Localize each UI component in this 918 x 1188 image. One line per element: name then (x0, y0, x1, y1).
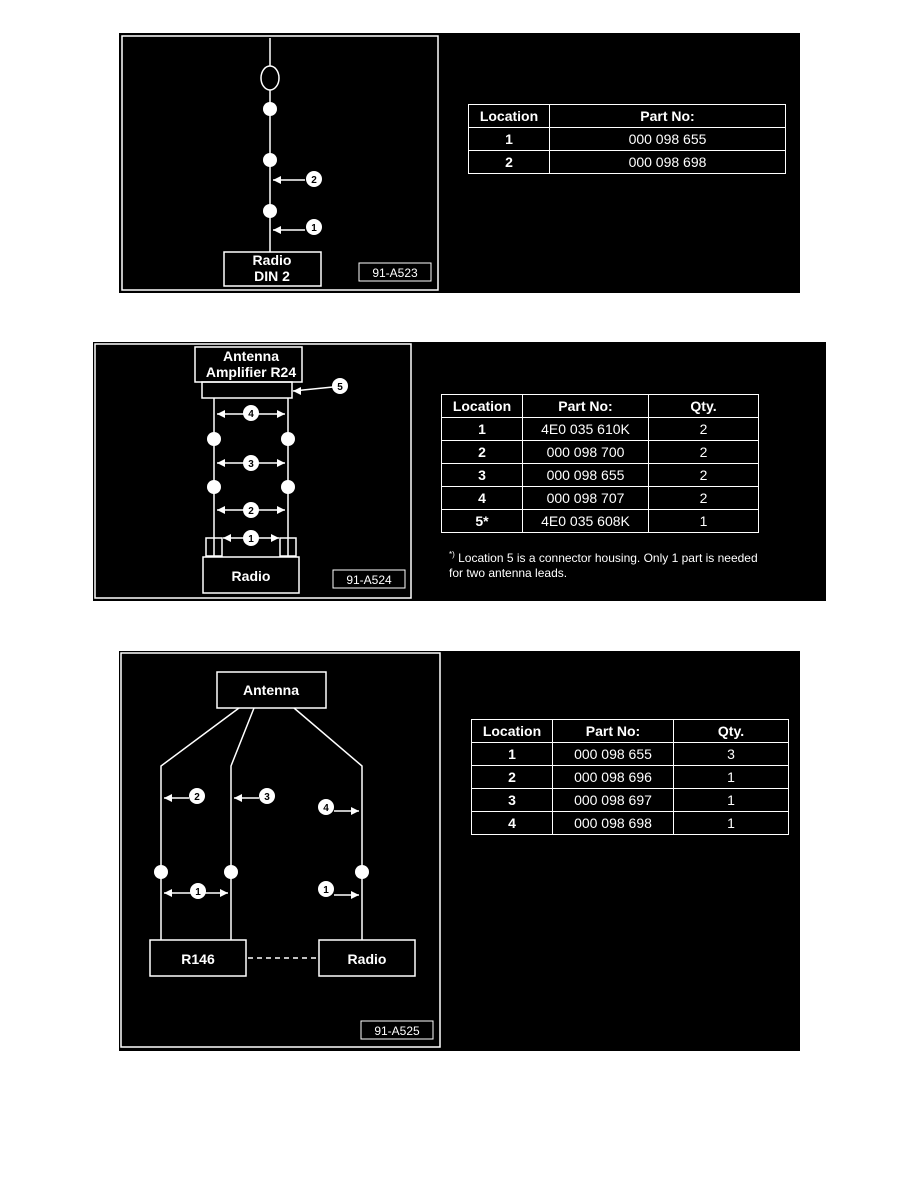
connector-dot (263, 153, 277, 167)
callout-4: 4 (323, 803, 329, 814)
cell-location: 4 (471, 811, 553, 835)
cell-part-no: 000 098 707 (522, 486, 649, 510)
connector-dot (224, 865, 238, 879)
radio-box-label: Radio (253, 252, 292, 268)
cell-qty: 1 (673, 811, 789, 835)
diagram-panel-amplifier: Antenna Amplifier R24 5 4 3 (93, 342, 826, 601)
header-location: Location (468, 104, 550, 128)
callout-4: 4 (248, 409, 254, 420)
table-row: 1 000 098 655 3 (471, 742, 789, 766)
connector-dot (207, 432, 221, 446)
cell-qty: 1 (673, 765, 789, 789)
wiring-diagram-91-a524: Antenna Amplifier R24 5 4 3 (94, 343, 412, 599)
table-row: 1 000 098 655 (468, 127, 786, 151)
antenna-icon (260, 65, 280, 91)
cell-part-no: 4E0 035 608K (522, 509, 649, 533)
wiring-diagram-91-a523: 2 1 Radio DIN 2 91-A523 (121, 35, 439, 291)
connector-dot (263, 204, 277, 218)
cell-qty: 1 (673, 788, 789, 812)
figure-code: 91-A525 (374, 1024, 420, 1038)
cell-part-no: 000 098 700 (522, 440, 649, 464)
table-row: 5* 4E0 035 608K 1 (441, 509, 759, 533)
parts-table: Location Part No: Qty. 1 4E0 035 610K 2 … (441, 394, 759, 533)
callout-2: 2 (248, 506, 254, 517)
parts-table: Location Part No: Qty. 1 000 098 655 3 2… (471, 719, 789, 835)
antenna-box-label: Antenna (243, 682, 299, 698)
cell-location: 3 (441, 463, 523, 487)
table-row: 1 4E0 035 610K 2 (441, 417, 759, 441)
callout-1: 1 (248, 534, 254, 545)
figure-code: 91-A524 (346, 573, 392, 587)
header-qty: Qty. (648, 394, 759, 418)
callout-5: 5 (337, 382, 343, 393)
connector-dot (263, 102, 277, 116)
radio-box-label: Radio (232, 568, 271, 584)
table-header-row: Location Part No: Qty. (441, 394, 759, 418)
cell-location: 2 (468, 150, 550, 174)
cell-location: 1 (441, 417, 523, 441)
connector-dot (281, 480, 295, 494)
radio-box-label: Radio (348, 951, 387, 967)
callout-1-radio: 1 (323, 885, 329, 896)
parts-table: Location Part No: 1 000 098 655 2 000 09… (468, 104, 786, 174)
cell-qty: 2 (648, 486, 759, 510)
header-part-no: Part No: (522, 394, 649, 418)
diagram-panel-radio-din2: 2 1 Radio DIN 2 91-A523 Location Part No… (119, 33, 800, 293)
connector-dot (154, 865, 168, 879)
footnote-text: Location 5 is a connector housing. Only … (449, 551, 758, 580)
cell-part-no: 000 098 696 (552, 765, 674, 789)
cell-location: 3 (471, 788, 553, 812)
amplifier-box-label: Antenna (223, 348, 279, 364)
cell-part-no: 000 098 655 (522, 463, 649, 487)
table-header-row: Location Part No: (468, 104, 786, 128)
figure-code: 91-A523 (372, 266, 418, 280)
table-row: 2 000 098 696 1 (471, 765, 789, 789)
cell-location: 1 (471, 742, 553, 766)
table-row: 2 000 098 700 2 (441, 440, 759, 464)
table-header-row: Location Part No: Qty. (471, 719, 789, 743)
radio-box-label-din: DIN 2 (254, 268, 290, 284)
cell-location: 2 (471, 765, 553, 789)
cell-location: 4 (441, 486, 523, 510)
table-row: 4 000 098 698 1 (471, 811, 789, 835)
header-part-no: Part No: (552, 719, 674, 743)
callout-3: 3 (248, 459, 254, 470)
cell-part-no: 4E0 035 610K (522, 417, 649, 441)
wiring-diagram-91-a525: Antenna 2 3 4 1 1 (120, 652, 441, 1048)
cell-location: 1 (468, 127, 550, 151)
cell-part-no: 000 098 698 (549, 150, 786, 174)
cell-part-no: 000 098 697 (552, 788, 674, 812)
table-row: 3 000 098 697 1 (471, 788, 789, 812)
callout-2: 2 (311, 175, 317, 186)
header-qty: Qty. (673, 719, 789, 743)
cell-part-no: 000 098 655 (552, 742, 674, 766)
connector-dot (207, 480, 221, 494)
footnote-mark: *) (449, 550, 455, 559)
connector-dot (281, 432, 295, 446)
r146-box-label: R146 (181, 951, 215, 967)
callout-1: 1 (195, 887, 201, 898)
callout-1: 1 (311, 223, 317, 234)
cell-qty: 3 (673, 742, 789, 766)
table-row: 3 000 098 655 2 (441, 463, 759, 487)
cell-qty: 1 (648, 509, 759, 533)
header-location: Location (471, 719, 553, 743)
diagram-panel-r146: Antenna 2 3 4 1 1 (119, 651, 800, 1051)
footnote: *) Location 5 is a connector housing. On… (449, 547, 759, 581)
cell-qty: 2 (648, 463, 759, 487)
callout-3: 3 (264, 792, 270, 803)
table-row: 2 000 098 698 (468, 150, 786, 174)
cell-part-no: 000 098 698 (552, 811, 674, 835)
cell-qty: 2 (648, 417, 759, 441)
header-location: Location (441, 394, 523, 418)
cell-location: 5* (441, 509, 523, 533)
table-row: 4 000 098 707 2 (441, 486, 759, 510)
header-part-no: Part No: (549, 104, 786, 128)
connector-dot (355, 865, 369, 879)
cell-qty: 2 (648, 440, 759, 464)
cell-location: 2 (441, 440, 523, 464)
cell-part-no: 000 098 655 (549, 127, 786, 151)
amplifier-box-label-r24: Amplifier R24 (206, 364, 296, 380)
callout-2: 2 (194, 792, 200, 803)
